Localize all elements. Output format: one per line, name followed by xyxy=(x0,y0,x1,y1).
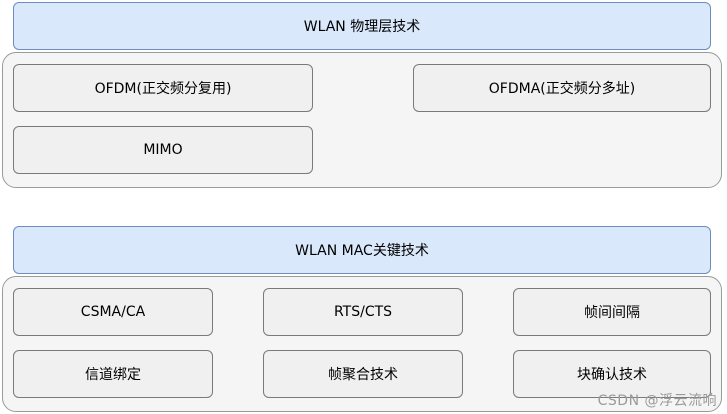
channel-bonding-box: 信道绑定 xyxy=(13,350,213,398)
physical-layer-header: WLAN 物理层技术 xyxy=(13,2,711,50)
mac-layer-header: WLAN MAC关键技术 xyxy=(13,226,711,274)
csma-ca-box: CSMA/CA xyxy=(13,288,213,336)
block-ack-box: 块确认技术 xyxy=(513,350,711,398)
interframe-space-box: 帧间间隔 xyxy=(513,288,711,336)
frame-aggregation-box: 帧聚合技术 xyxy=(263,350,463,398)
ofdm-box: OFDM(正交频分复用) xyxy=(13,64,313,112)
ofdma-box: OFDMA(正交频分多址) xyxy=(413,64,711,112)
csdn-watermark: CSDN @浮云流响 xyxy=(597,393,717,409)
rts-cts-box: RTS/CTS xyxy=(263,288,463,336)
mimo-box: MIMO xyxy=(13,126,313,174)
